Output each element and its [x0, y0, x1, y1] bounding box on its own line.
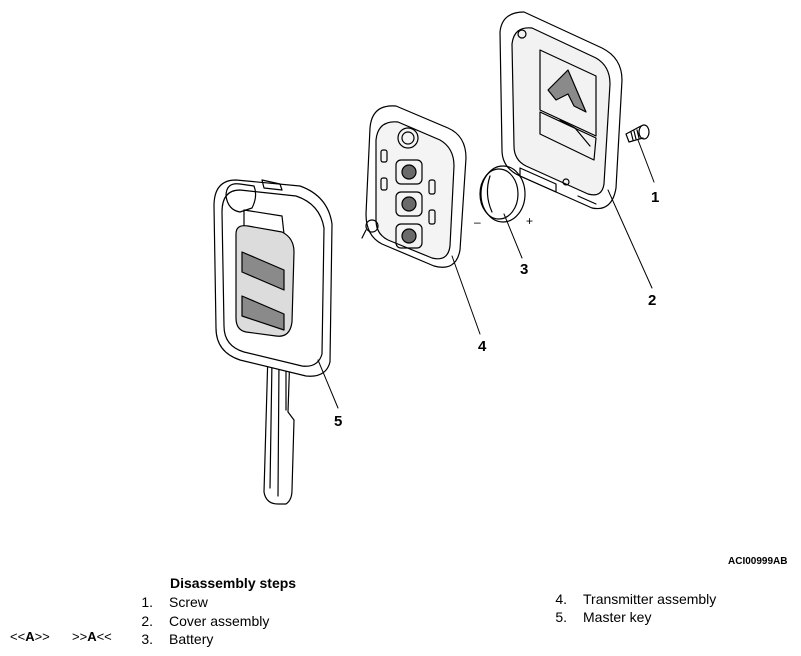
marker-close: >>: [34, 629, 50, 644]
marker-letter: A: [87, 629, 97, 644]
figure-id: ACI00999AB: [728, 556, 788, 567]
callout-2: 2: [648, 292, 656, 309]
cover-assembly-drawing: [499, 11, 623, 210]
battery-positive-mark: +: [526, 214, 533, 228]
step-number: 5.: [555, 609, 567, 625]
step-number: 1.: [141, 594, 153, 610]
marker-open: >>: [72, 629, 88, 644]
step-number: 4.: [555, 591, 567, 607]
step-label: Transmitter assembly: [583, 591, 717, 607]
step-label: Master key: [583, 609, 652, 625]
leader-lines: [317, 139, 655, 409]
master-key-drawing: [213, 179, 333, 505]
transmitter-assembly-drawing: [361, 105, 467, 268]
callout-4: 4: [478, 338, 487, 355]
callout-5: 5: [334, 413, 342, 430]
battery-negative-mark: –: [474, 215, 481, 229]
battery-drawing: [479, 165, 526, 223]
screw-drawing: [625, 124, 650, 143]
removal-marker: <<A>>: [10, 629, 50, 644]
steps-title: Disassembly steps: [170, 575, 297, 591]
step-label: Cover assembly: [169, 613, 270, 629]
callout-3: 3: [520, 261, 528, 278]
step-number: 3.: [141, 631, 153, 647]
install-marker: >>A<<: [72, 629, 112, 644]
callout-1: 1: [651, 189, 659, 206]
step-label: Screw: [169, 594, 208, 610]
exploded-diagram: 1 2 3 4 5 – +: [213, 11, 659, 505]
step-number: 2.: [141, 613, 153, 629]
marker-open: <<: [10, 629, 26, 644]
marker-letter: A: [25, 629, 35, 644]
marker-close: <<: [96, 629, 112, 644]
step-label: Battery: [169, 631, 214, 647]
